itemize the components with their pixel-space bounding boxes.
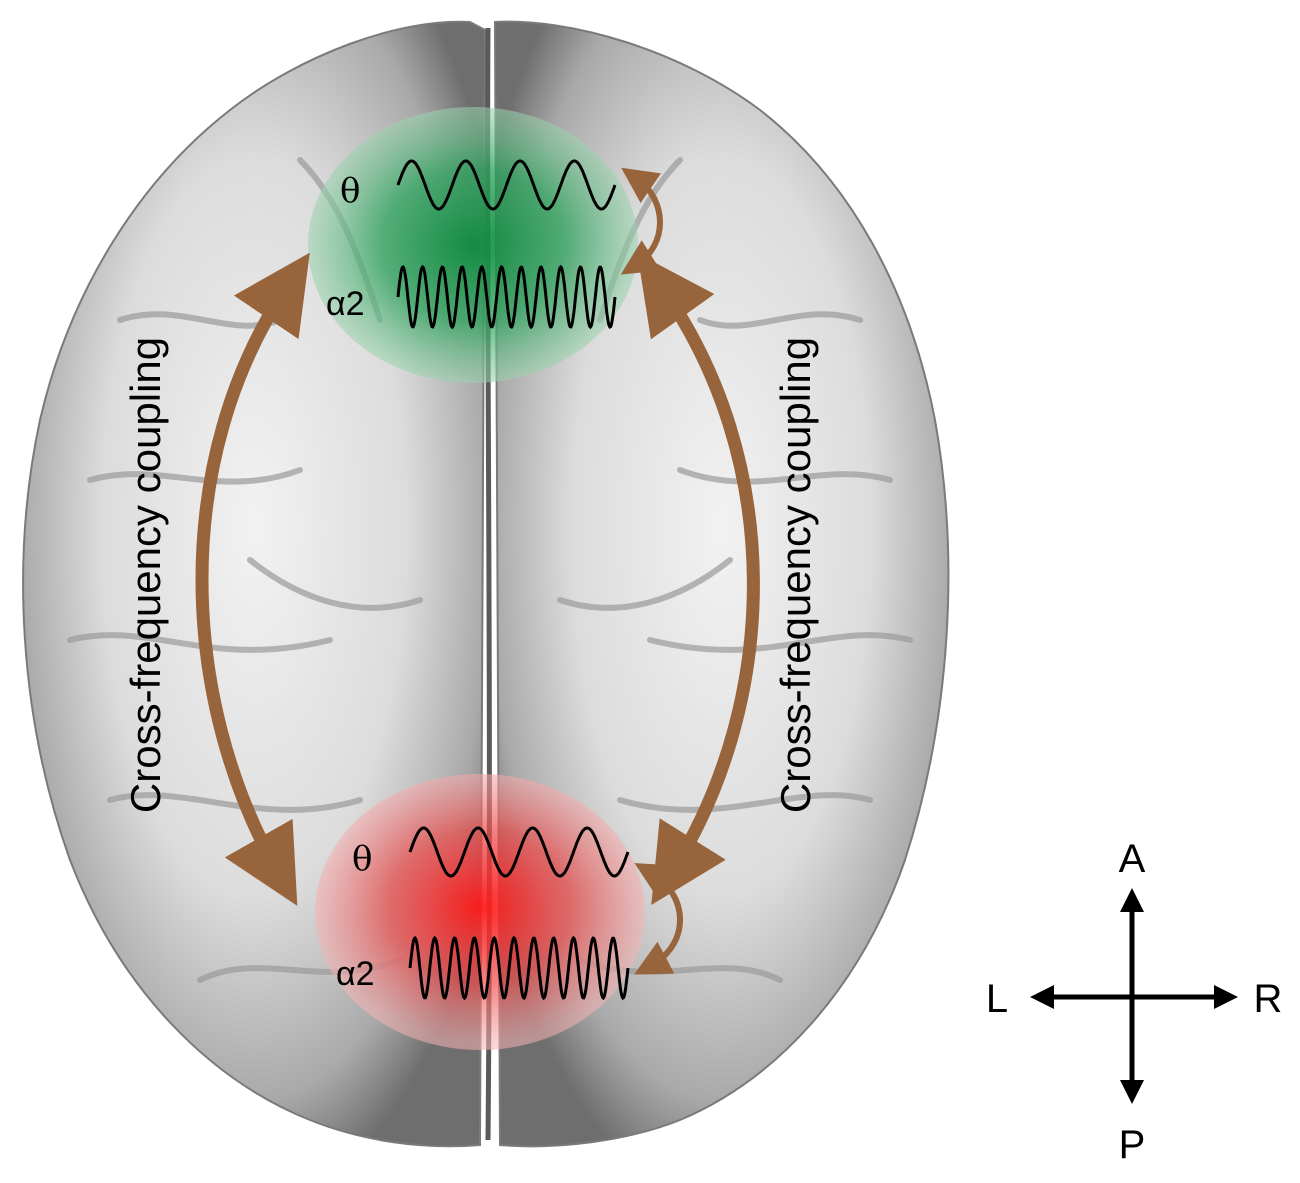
frontal-alpha-wave	[396, 264, 617, 330]
parietal-theta-wave	[408, 826, 630, 878]
frontal-region: θ α2	[308, 107, 663, 383]
compass-left-arrowhead	[1030, 985, 1054, 1009]
parietal-alpha-wave	[408, 935, 630, 1001]
frontal-theta-wave	[396, 159, 617, 211]
frontal-blob	[308, 107, 638, 383]
compass-posterior-label: P	[1119, 1123, 1146, 1167]
compass-anterior-arrowhead	[1120, 888, 1144, 912]
frontal-theta-label: θ	[340, 171, 360, 211]
right-coupling-label: Cross-frequency coupling	[772, 337, 819, 813]
frontal-alpha-label: α2	[326, 285, 365, 323]
left-coupling-label: Cross-frequency coupling	[122, 337, 169, 813]
compass-anterior-label: A	[1119, 837, 1146, 881]
right-long-range-arrow	[637, 253, 760, 906]
parietal-alpha-label: α2	[336, 955, 375, 993]
parietal-theta-label: θ	[352, 839, 372, 879]
parietal-region: θ α2	[315, 774, 683, 1050]
left-long-range-arrow	[195, 252, 310, 906]
compass-left-label: L	[986, 977, 1008, 1021]
orientation-compass: A P L R	[986, 837, 1283, 1167]
compass-posterior-arrowhead	[1120, 1080, 1144, 1104]
compass-right-arrowhead	[1214, 985, 1238, 1009]
compass-right-label: R	[1254, 977, 1283, 1021]
parietal-blob	[315, 774, 645, 1050]
